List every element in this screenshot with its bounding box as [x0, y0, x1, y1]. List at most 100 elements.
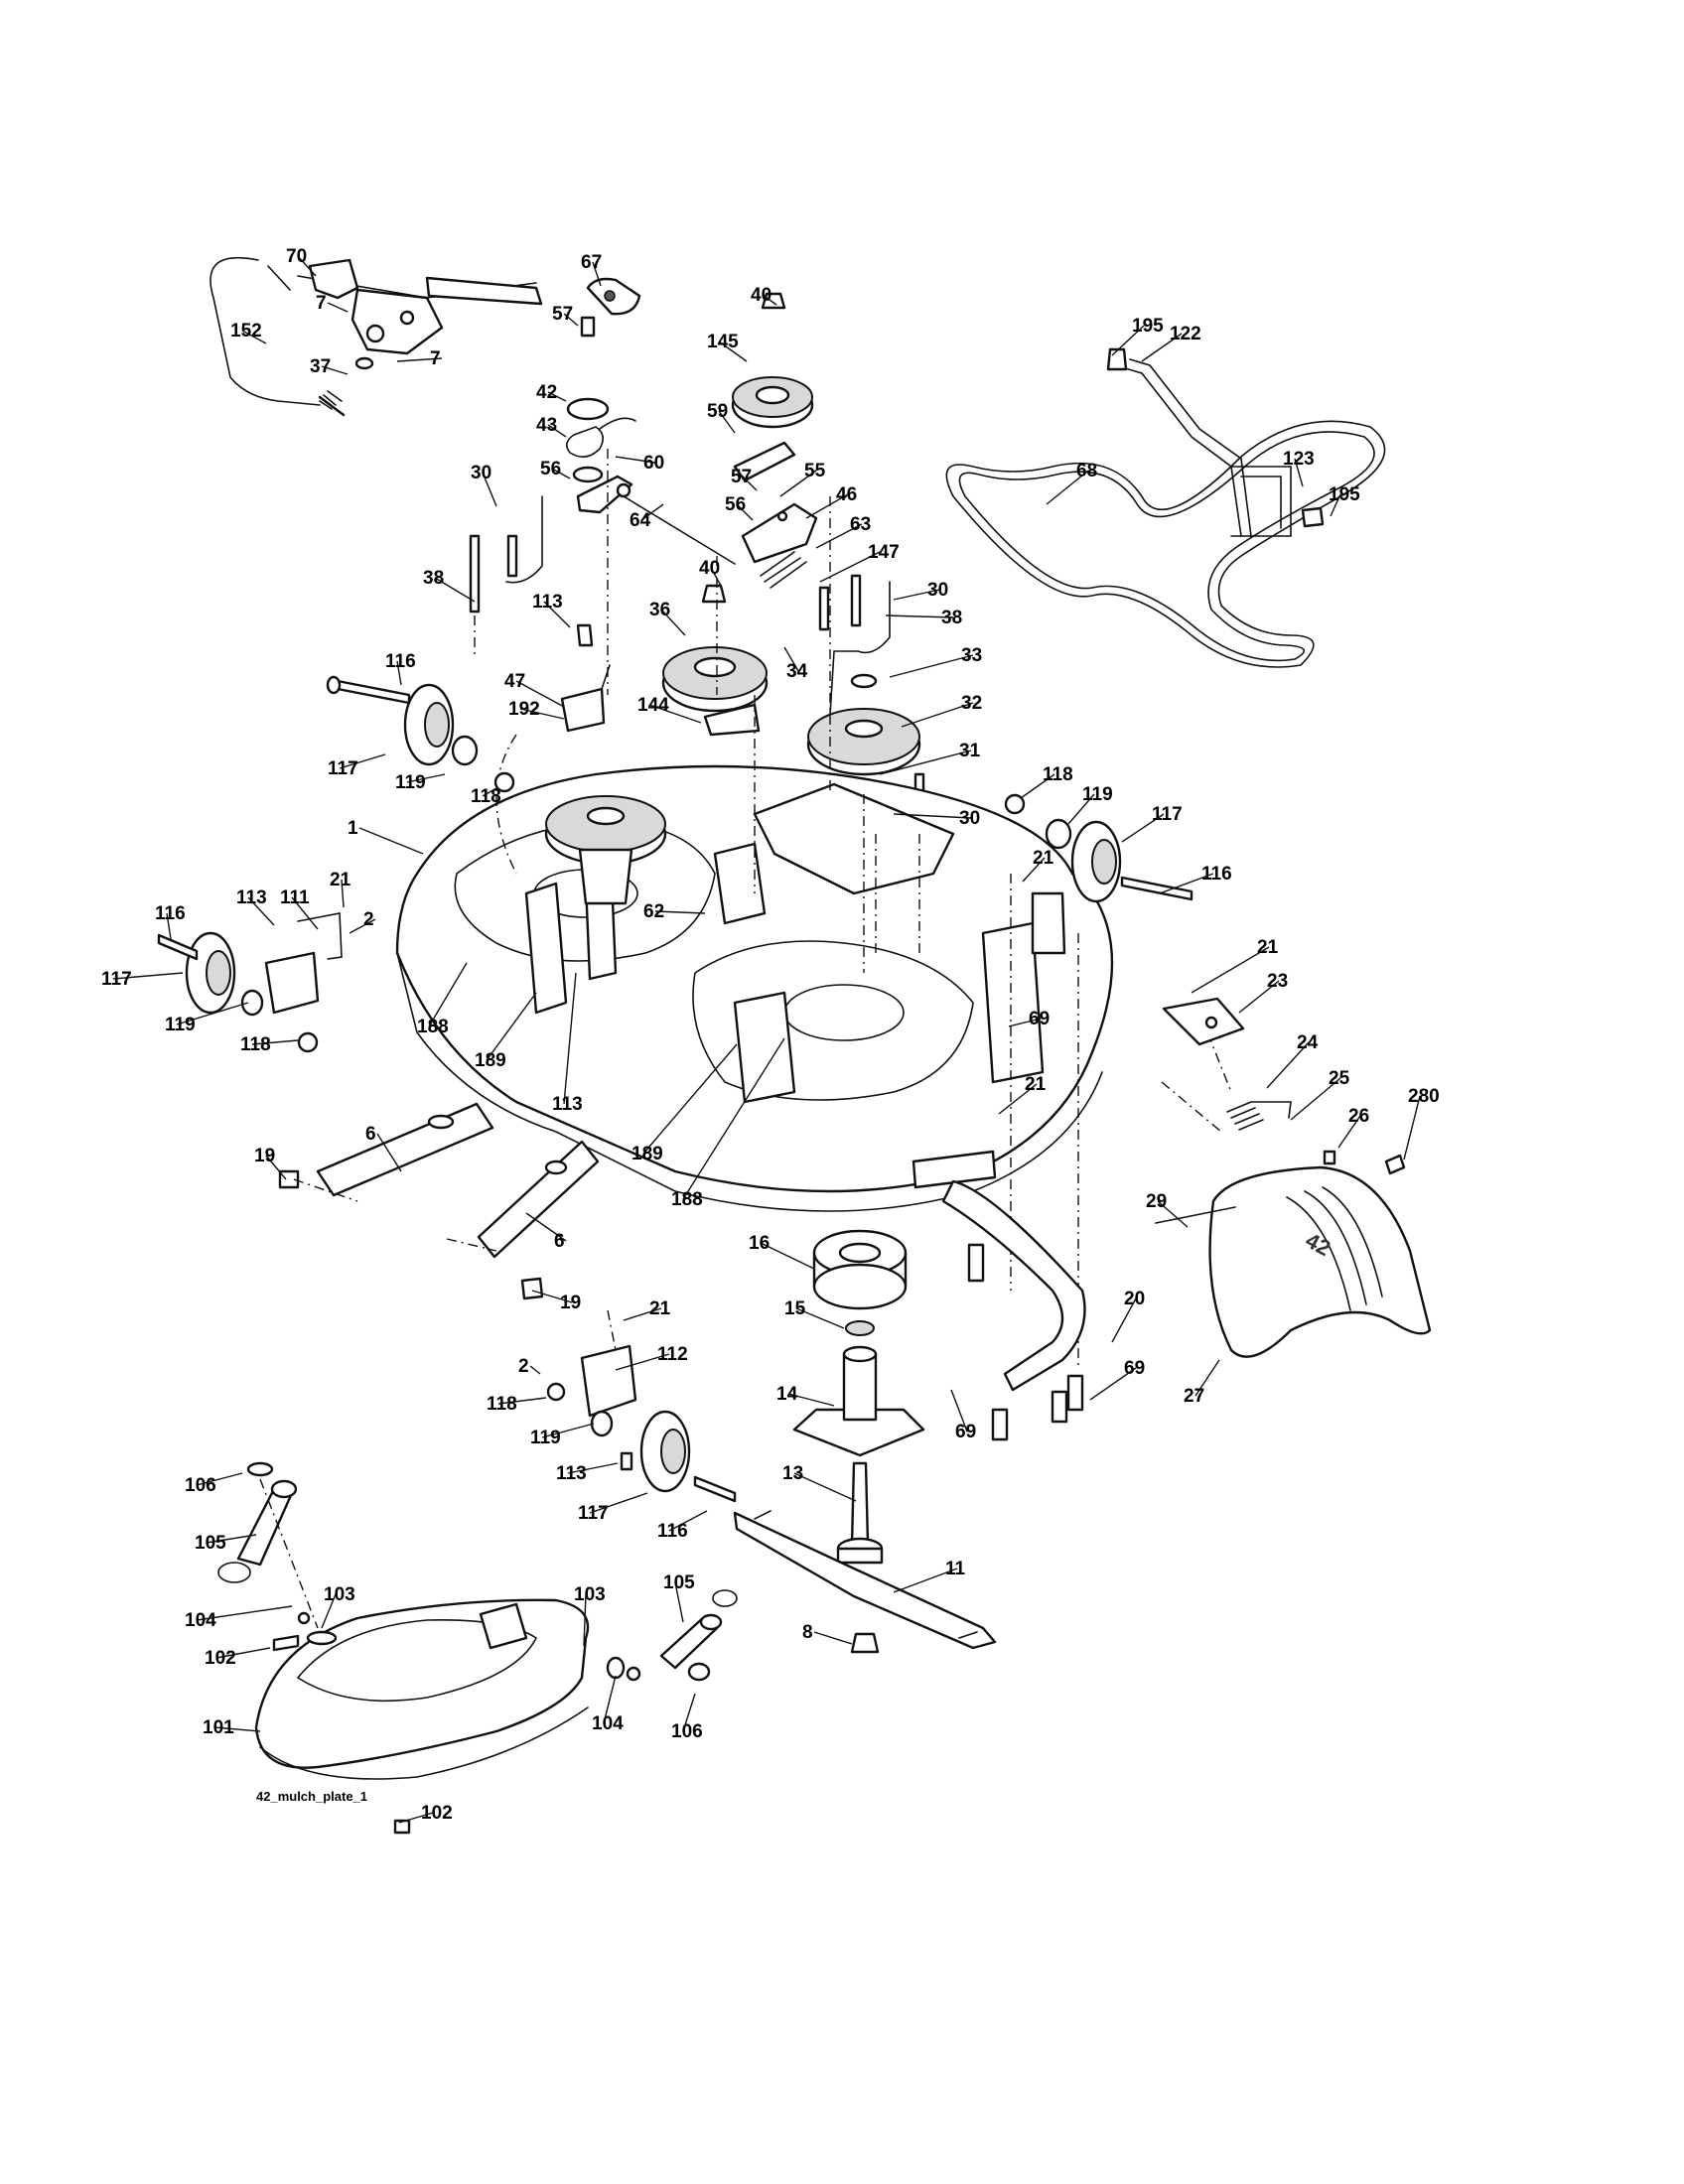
leader-line [742, 476, 758, 491]
leader-line [525, 1212, 567, 1242]
leader-line [813, 1631, 853, 1645]
leader-line [406, 773, 446, 783]
part-callout-21: 21 [1033, 848, 1054, 869]
leader-line [349, 918, 376, 934]
leader-line [551, 468, 571, 479]
callout-leaders [112, 255, 1421, 1824]
leader-line [1089, 1367, 1137, 1401]
leader-line [805, 493, 849, 519]
leader-line [710, 567, 722, 587]
part-callout-47: 47 [504, 671, 525, 692]
stabilizer-arm-upper [278, 1102, 494, 1202]
leader-line [879, 750, 972, 775]
leader-line [213, 1726, 261, 1732]
part-callout-40: 40 [751, 285, 772, 306]
chute-spring-25 [1226, 1101, 1292, 1131]
part-callout-34: 34 [786, 661, 808, 682]
deck-lift-linkage [210, 256, 543, 417]
part-callout-188: 188 [417, 1017, 449, 1037]
part-callout-118: 118 [1043, 764, 1073, 785]
part-callout-60: 60 [643, 453, 664, 474]
idler-arm-assembly [566, 316, 818, 589]
leader-line [623, 1307, 662, 1321]
leader-line [819, 551, 881, 583]
leader-line [519, 708, 565, 720]
leader-line [497, 1397, 547, 1405]
bolts-69 [967, 1243, 1084, 1441]
figure-label: 42_mulch_plate_1 [256, 1789, 367, 1804]
part-callout-105: 105 [663, 1572, 695, 1593]
leader-line [893, 1568, 958, 1593]
leader-line [341, 879, 345, 908]
part-callout-280: 280 [1408, 1086, 1440, 1107]
part-callout-27: 27 [1184, 1386, 1204, 1407]
part-callout-46: 46 [836, 484, 857, 505]
part-callout-106: 106 [671, 1721, 703, 1742]
leader-line [674, 1581, 684, 1623]
leader-line [795, 1307, 845, 1329]
part-callout-122: 122 [1170, 324, 1201, 344]
discharge-chute-27: 42 [1208, 1165, 1432, 1358]
leader-line [515, 680, 565, 708]
leader-line [787, 1393, 835, 1407]
part-callout-21: 21 [649, 1298, 671, 1319]
leader-line [567, 1462, 619, 1474]
leader-line [321, 365, 349, 375]
part-callout-14: 14 [776, 1384, 798, 1405]
leader-line [660, 609, 686, 636]
stabilizer-arm-lower [446, 1140, 600, 1300]
part-callout-119: 119 [530, 1428, 561, 1448]
leader-line [327, 302, 349, 313]
part-callout-102: 102 [421, 1803, 453, 1824]
leader-line [718, 410, 736, 434]
part-callout-59: 59 [707, 401, 728, 422]
leader-line [762, 294, 777, 306]
leader-line [1111, 1297, 1137, 1343]
part-callout-2: 2 [518, 1356, 529, 1377]
leader-line [265, 1155, 287, 1180]
leader-line [1266, 1041, 1310, 1089]
leader-line [1194, 1359, 1220, 1397]
part-callout-6: 6 [554, 1231, 565, 1252]
part-callout-103: 103 [574, 1584, 606, 1605]
leader-line [241, 330, 267, 344]
clip-part-67 [586, 277, 641, 316]
spindle-shaft-13 [836, 1461, 884, 1565]
part-callout-112: 112 [657, 1344, 688, 1365]
part-callout-117: 117 [1152, 804, 1183, 825]
leader-line [543, 601, 571, 628]
part-callout-20: 20 [1124, 1289, 1145, 1309]
support-rod-right [818, 574, 891, 716]
part-callout-30: 30 [471, 463, 491, 483]
leader-line [1141, 333, 1183, 362]
part-callout-8: 8 [802, 1622, 813, 1643]
part-callout-43: 43 [536, 415, 557, 436]
part-callout-111: 111 [280, 887, 310, 908]
part-callout-15: 15 [784, 1298, 806, 1319]
spindle-bearing-15 [845, 1320, 875, 1336]
part-callout-105: 105 [195, 1533, 226, 1554]
part-callout-21: 21 [1257, 937, 1279, 958]
leader-line [1294, 458, 1304, 487]
part-callout-118: 118 [240, 1034, 271, 1055]
leader-line [642, 1043, 738, 1155]
part-callout-31: 31 [959, 741, 981, 761]
leader-line [176, 1002, 249, 1025]
part-callout-19: 19 [254, 1146, 275, 1166]
mulch-pivot-arm-105-right [606, 1589, 738, 1682]
part-callout-144: 144 [637, 695, 669, 716]
part-callout-68: 68 [1076, 461, 1097, 481]
part-callout-36: 36 [649, 600, 670, 620]
leader-line [358, 827, 424, 855]
leader-line [339, 753, 386, 769]
leader-line [760, 1242, 815, 1270]
part-callout-117: 117 [328, 758, 358, 779]
gauge-wheel-right [1004, 793, 1193, 903]
leader-line [486, 992, 537, 1061]
part-callout-113: 113 [556, 1463, 587, 1484]
leader-line [682, 1037, 785, 1200]
part-callout-21: 21 [330, 870, 351, 890]
chute-screws [1323, 1150, 1406, 1175]
deck-pulley-center [544, 795, 667, 905]
